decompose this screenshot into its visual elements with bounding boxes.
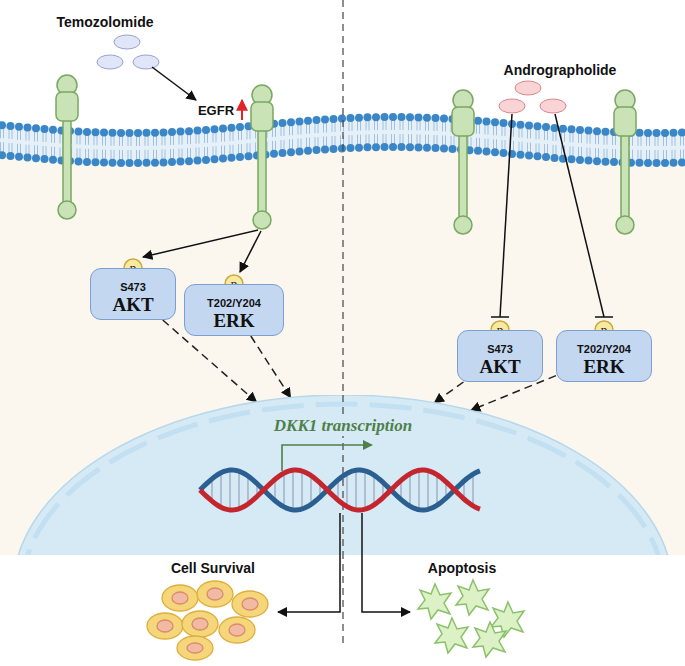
kinase-name: AKT bbox=[479, 356, 520, 377]
text-label: Cell Survival bbox=[171, 560, 255, 576]
kinase-name: ERK bbox=[583, 356, 624, 377]
site-label: S473 bbox=[120, 281, 146, 294]
surviving-cells bbox=[147, 581, 268, 660]
site-label: T202/Y204 bbox=[207, 297, 261, 310]
kinase-name: AKT bbox=[112, 294, 153, 315]
receptors bbox=[56, 75, 636, 234]
kinase-box: S473AKT bbox=[90, 268, 176, 320]
text-label: Apoptosis bbox=[428, 560, 496, 576]
kinase-name: ERK bbox=[213, 310, 254, 331]
gene-label: DKK1 transcription bbox=[270, 415, 416, 436]
signal-connector bbox=[434, 382, 463, 403]
kinase-box: T202/Y204ERK bbox=[556, 330, 652, 382]
signal-connector bbox=[251, 336, 291, 397]
drug-molecules bbox=[97, 35, 566, 113]
text-label: Andrographolide bbox=[504, 62, 617, 78]
kinase-box: T202/Y204ERK bbox=[184, 284, 284, 336]
text-label: EGFR bbox=[198, 103, 234, 118]
apoptotic-cells bbox=[418, 580, 524, 657]
site-label: S473 bbox=[487, 343, 513, 356]
text-label: Temozolomide bbox=[57, 14, 154, 30]
site-label: T202/Y204 bbox=[577, 343, 631, 356]
nucleus: DKK1 transcription bbox=[13, 395, 673, 555]
increase-arrow bbox=[241, 100, 243, 120]
kinase-box: S473AKT bbox=[457, 330, 543, 382]
